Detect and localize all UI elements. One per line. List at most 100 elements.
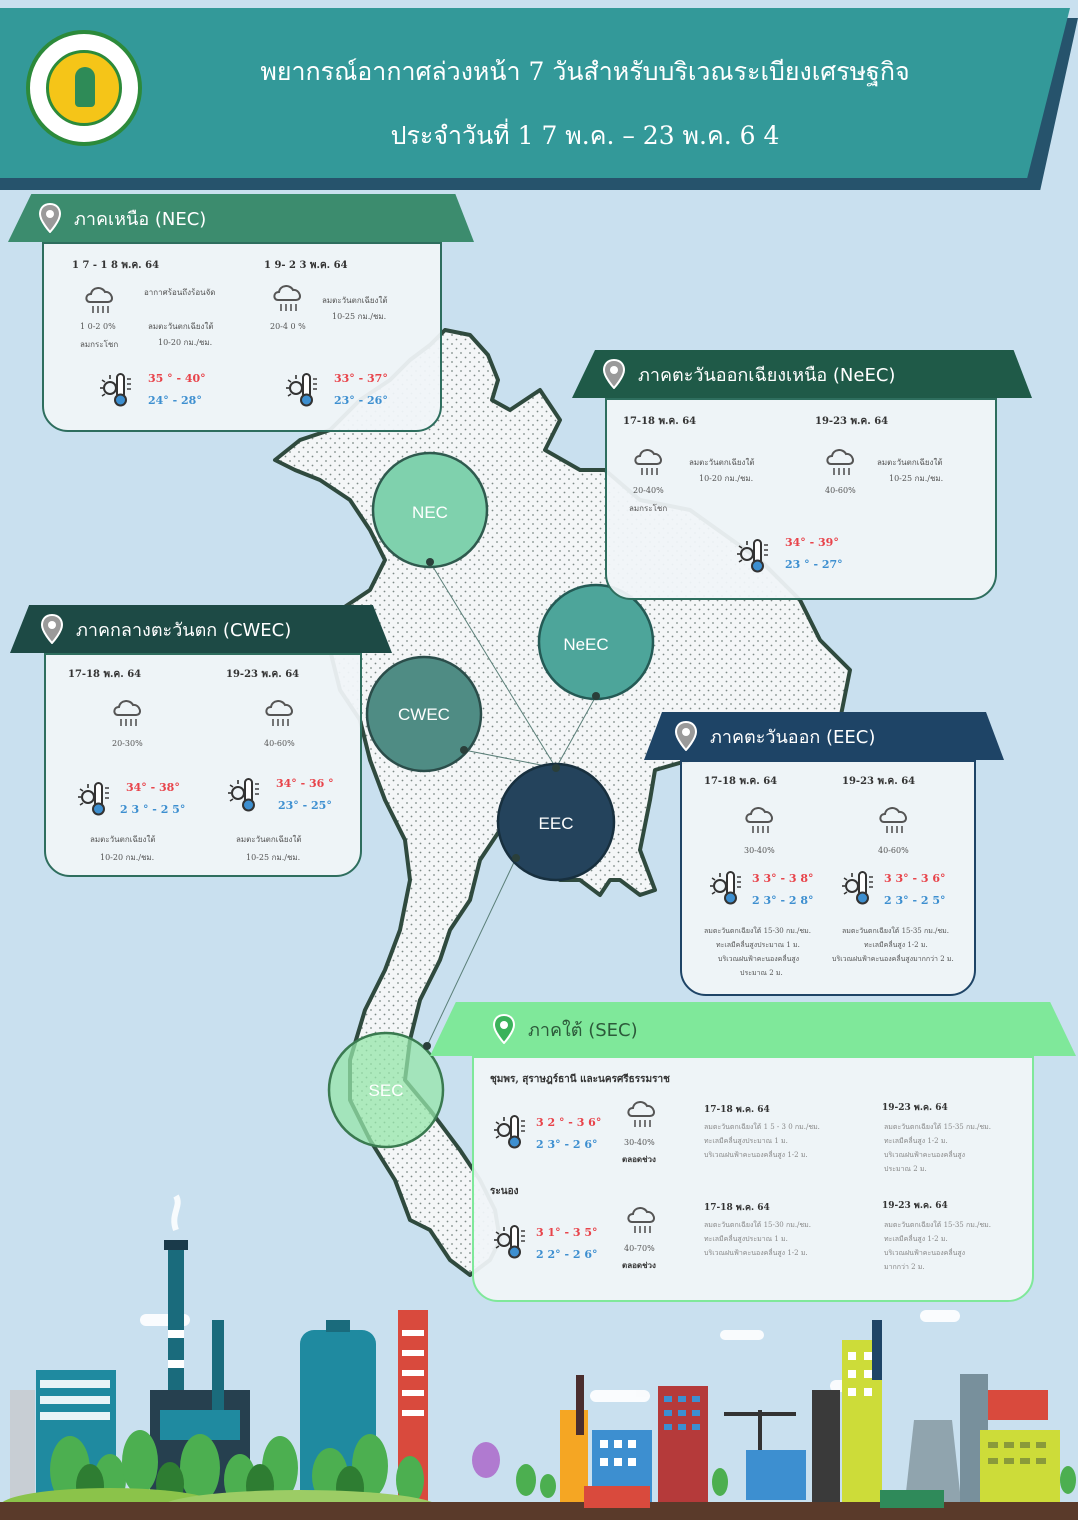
rain-cloud-icon	[745, 807, 773, 833]
neec-p1-rain: 20-40%	[633, 486, 664, 495]
nec-banner: ภาคเหนือ (NEC)	[8, 194, 474, 242]
eec-p1-date: 17-18 พ.ค. 64	[704, 776, 778, 787]
cwec-title: ภาคกลางตะวันตก (CWEC)	[76, 619, 292, 641]
eec-p1-note4: ประมาณ 2 ม.	[740, 969, 783, 977]
nec-circle	[371, 451, 489, 569]
eec-p2-rain: 40-60%	[878, 846, 909, 855]
sec-area1: ชุมพร, สุราษฎร์ธานี และนครศรีธรรมราช	[490, 1074, 670, 1085]
rain-cloud-icon	[879, 807, 907, 833]
thermometer-sun-icon	[78, 782, 109, 816]
neec-cool: 23 ° - 27°	[785, 558, 843, 571]
nec-card: 1 7 - 1 8 พ.ค. 64 อากาศร้อนถึงร้อนจัด 1 …	[42, 242, 442, 432]
sec-a2-p2-n1: ลมตะวันตกเฉียงใต้ 15-35 กม./ชม.	[884, 1221, 992, 1229]
cwec-p1-cool: 2 3 ° - 2 5°	[120, 803, 186, 816]
sec-banner: ภาคใต้ (SEC)	[430, 1002, 1076, 1056]
thermometer-sun-icon	[494, 1225, 525, 1259]
nec-p2-wind2: 10-25 กม./ชม.	[332, 312, 387, 321]
rain-cloud-icon	[113, 700, 141, 726]
neec-p2-rain: 40-60%	[825, 486, 856, 495]
thermometer-sun-icon	[286, 373, 317, 407]
nec-p2-rain: 20-4 0 %	[270, 322, 306, 331]
cwec-p1-rain: 20-30%	[112, 739, 143, 748]
cwec-p2-cool: 23° - 25°	[278, 799, 332, 812]
sec-circle	[327, 1031, 445, 1149]
cwec-p1-wind2: 10-20 กม./ชม.	[100, 853, 155, 862]
location-pin-icon	[602, 359, 626, 389]
neec-p2-wind: ลมตะวันตกเฉียงใต้	[877, 458, 943, 467]
cwec-p2-date: 19-23 พ.ค. 64	[226, 669, 300, 680]
sec-a1-p2-n3: บริเวณฝนฟ้าคะนองคลื่นสูง	[884, 1151, 966, 1159]
cwec-map-label: CWEC	[398, 705, 450, 724]
eec-p2-cool: 2 3° - 2 5°	[884, 894, 946, 907]
eec-card: 17-18 พ.ค. 64 30-40% 3 3° - 3 8° 2 3° - …	[680, 760, 976, 996]
sec-a2-rain: 40-70%	[624, 1244, 655, 1253]
eec-p1-rain: 30-40%	[744, 846, 775, 855]
neec-p1-wind2: 10-20 กม./ชม.	[699, 474, 754, 483]
eec-p2-note2: ทะเลมีคลื่นสูง 1-2 ม.	[864, 941, 928, 949]
eec-p2-hot: 3 3° - 3 6°	[884, 872, 946, 885]
sec-a2-p1-n1: ลมตะวันตกเฉียงใต้ 15-30 กม./ชม.	[704, 1221, 812, 1229]
sec-a2-p2-n4: มากกว่า 2 ม.	[884, 1263, 925, 1271]
nec-p2-date: 1 9- 2 3 พ.ค. 64	[264, 260, 348, 271]
sec-a2-p2-n2: ทะเลมีคลื่นสูง 1-2 ม.	[884, 1235, 948, 1243]
sec-a2-rain2: ตลอดช่วง	[622, 1260, 656, 1270]
rain-cloud-icon	[627, 1207, 655, 1233]
nec-p2-cool: 23° - 26°	[334, 394, 388, 407]
sec-a2-p1-date: 17-18 พ.ค. 64	[704, 1203, 770, 1213]
cwec-p1-hot: 34° - 38°	[126, 781, 180, 794]
sec-a2-cool: 2 2° - 2 6°	[536, 1248, 598, 1261]
neec-p1-date: 17-18 พ.ค. 64	[623, 416, 697, 427]
date-range: ประจำวันที่ 1 7 พ.ค. – 23 พ.ค. 6 4	[390, 121, 780, 150]
eec-p1-note2: ทะเลมีคลื่นสูงประมาณ 1 ม.	[716, 941, 800, 949]
tmd-logo	[26, 30, 142, 146]
cwec-p1-wind: ลมตะวันตกเฉียงใต้	[90, 835, 156, 844]
thermometer-sun-icon	[842, 871, 873, 905]
cwec-p2-wind: ลมตะวันตกเฉียงใต้	[236, 835, 302, 844]
sec-a1-p2-n1: ลมตะวันตกเฉียงใต้ 15-35 กม./ชม.	[884, 1123, 992, 1131]
eec-p1-note3: บริเวณฝนฟ้าคะนองคลื่นสูง	[718, 955, 800, 963]
sec-a2-p1-n2: ทะเลมีคลื่นสูงประมาณ 1 ม.	[704, 1235, 788, 1243]
sec-a1-p1-n1: ลมตะวันตกเฉียงใต้ 1 5 - 3 0 กม./ชม.	[704, 1123, 820, 1131]
page-title: พยากรณ์อากาศล่วงหน้า 7 วันสำหรับบริเวณระ…	[260, 57, 910, 86]
thermometer-sun-icon	[494, 1115, 525, 1149]
sec-a1-hot: 3 2 ° - 3 6°	[536, 1116, 602, 1129]
neec-card: 17-18 พ.ค. 64 ลมตะวันตกเฉียงใต้ 10-20 กม…	[605, 398, 997, 600]
cwec-p1-date: 17-18 พ.ค. 64	[68, 669, 142, 680]
rain-cloud-icon	[265, 700, 293, 726]
neec-p2-wind2: 10-25 กม./ชม.	[889, 474, 944, 483]
eec-p1-cool: 2 3° - 2 8°	[752, 894, 814, 907]
nec-p1-wind2: 10-20 กม./ชม.	[158, 338, 213, 347]
rain-cloud-icon	[826, 449, 854, 475]
nec-p2-hot: 33° - 37°	[334, 372, 388, 385]
cwec-p2-hot: 34° - 36 °	[276, 777, 334, 790]
sec-map-label: SEC	[369, 1081, 404, 1100]
thermometer-sun-icon	[228, 778, 259, 812]
cwec-card: 17-18 พ.ค. 64 20-30% 34° - 38° 2 3 ° - 2…	[44, 653, 362, 877]
header: พยากรณ์อากาศล่วงหน้า 7 วันสำหรับบริเวณระ…	[0, 0, 1078, 200]
nec-map-label: NEC	[412, 503, 448, 522]
neec-hot: 34° - 39°	[785, 536, 839, 549]
sec-area2: ระนอง	[490, 1186, 519, 1197]
nec-p1-weather: อากาศร้อนถึงร้อนจัด	[144, 288, 216, 297]
cwec-circle	[365, 655, 483, 773]
sec-a1-rain: 30-40%	[624, 1138, 655, 1147]
eec-p1-hot: 3 3° - 3 8°	[752, 872, 814, 885]
eec-p1-note1: ลมตะวันตกเฉียงใต้ 15-30 กม./ชม.	[704, 927, 812, 935]
location-pin-icon	[492, 1014, 516, 1044]
rain-cloud-icon	[627, 1101, 655, 1127]
location-pin-icon	[674, 721, 698, 751]
sec-a2-p2-n3: บริเวณฝนฟ้าคะนองคลื่นสูง	[884, 1249, 966, 1257]
eec-p2-note3: บริเวณฝนฟ้าคะนองคลื่นสูงมากกว่า 2 ม.	[832, 955, 954, 963]
nec-title: ภาคเหนือ (NEC)	[74, 208, 207, 230]
sec-a1-p1-n3: บริเวณฝนฟ้าคะนองคลื่นสูง 1-2 ม.	[704, 1151, 808, 1159]
header-band	[0, 8, 1070, 178]
thermometer-sun-icon	[737, 539, 768, 573]
nec-p1-rain2: ลมกระโชก	[80, 340, 119, 349]
rain-cloud-icon	[85, 287, 113, 313]
sec-a2-p2-date: 19-23 พ.ค. 64	[882, 1201, 948, 1211]
neec-map-label: NeEC	[563, 635, 608, 654]
rain-cloud-icon	[273, 285, 301, 311]
nec-p1-date: 1 7 - 1 8 พ.ค. 64	[72, 260, 160, 271]
rain-cloud-icon	[634, 449, 662, 475]
location-pin-icon	[40, 614, 64, 644]
